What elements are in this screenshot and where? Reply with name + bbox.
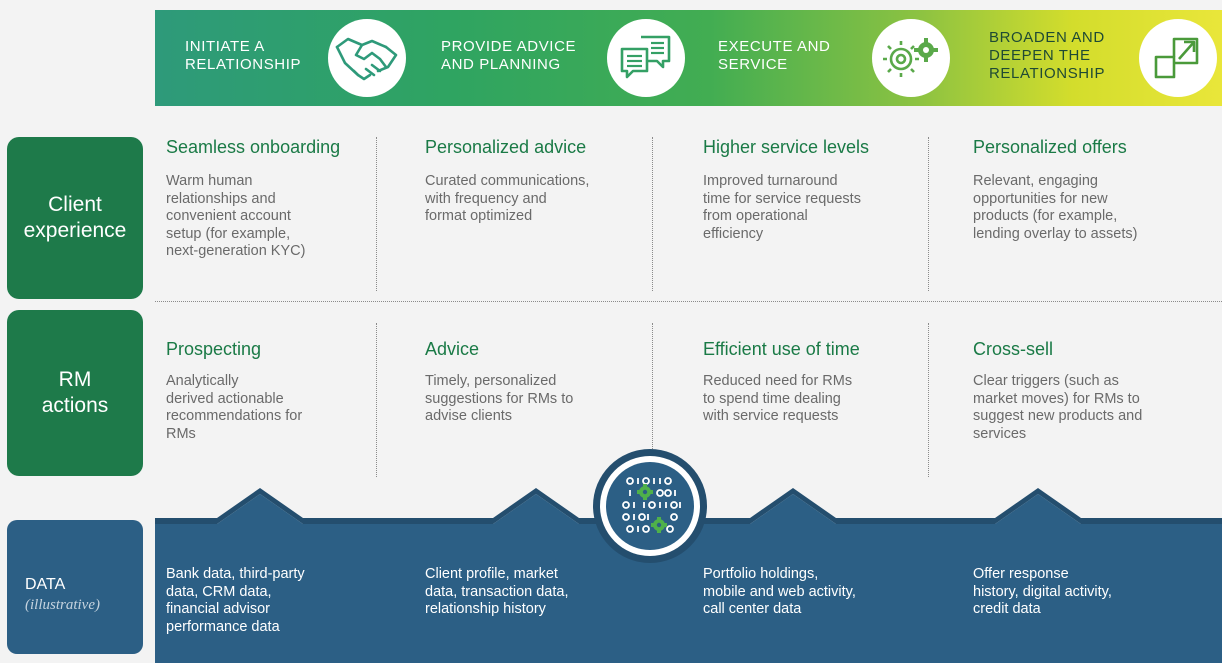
data-item: Bank data, third-party data, CRM data, f… bbox=[166, 566, 305, 635]
chat-bubbles-icon bbox=[607, 19, 685, 97]
cell-title: Efficient use of time bbox=[703, 339, 860, 359]
cell-body: Timely, personalized suggestions for RMs… bbox=[425, 373, 574, 424]
column-divider bbox=[928, 137, 929, 291]
binary-data-gears-icon bbox=[593, 449, 707, 563]
column-divider bbox=[652, 323, 653, 477]
stage-1-label: INITIATE A RELATIONSHIP bbox=[185, 38, 302, 73]
cell-title: Prospecting bbox=[166, 339, 262, 359]
column-divider bbox=[928, 323, 929, 477]
cell-body: Relevant, engaging opportunities for new… bbox=[973, 173, 1138, 242]
stage-4-label: BROADEN AND DEEPEN THE RELATIONSHIP bbox=[989, 29, 1106, 82]
cell-title: Seamless onboarding bbox=[166, 137, 341, 157]
cell-title: Higher service levels bbox=[703, 137, 870, 157]
row-label-rm-actions: RM actions bbox=[7, 310, 143, 476]
column-divider bbox=[376, 137, 377, 291]
column-divider bbox=[652, 137, 653, 291]
cell-body: Reduced need for RMs to spend time deali… bbox=[703, 373, 853, 424]
cell-body: Clear triggers (such as market moves) fo… bbox=[973, 373, 1143, 442]
cell-body: Improved turnaround time for service req… bbox=[703, 173, 861, 242]
row-label-client-experience: Client experience bbox=[7, 137, 143, 299]
data-label-box: DATA (illustrative) bbox=[7, 520, 143, 654]
expand-arrow-icon bbox=[1139, 19, 1217, 97]
cell-title: Cross-sell bbox=[973, 339, 1054, 359]
stage-2-label: PROVIDE ADVICE AND PLANNING bbox=[441, 38, 577, 73]
cell-body: Warm human relationships and convenient … bbox=[166, 173, 306, 259]
data-item: Client profile, market data, transaction… bbox=[425, 566, 569, 617]
cell-title: Advice bbox=[425, 339, 480, 359]
cell-body: Analytically derived actionable recommen… bbox=[166, 373, 303, 442]
column-divider bbox=[376, 323, 377, 477]
row-divider bbox=[155, 301, 1222, 302]
handshake-icon bbox=[328, 19, 406, 97]
gears-icon bbox=[872, 19, 950, 97]
stage-3-label: EXECUTE AND SERVICE bbox=[718, 38, 831, 73]
cell-title: Personalized advice bbox=[425, 137, 587, 157]
data-item: Offer response history, digital activity… bbox=[973, 566, 1112, 617]
data-panel bbox=[155, 488, 1222, 663]
data-sublabel: (illustrative) bbox=[25, 597, 100, 613]
data-item: Portfolio holdings, mobile and web activ… bbox=[703, 566, 856, 617]
cell-title: Personalized offers bbox=[973, 137, 1127, 157]
cell-body: Curated communications, with frequency a… bbox=[425, 173, 590, 224]
data-label: DATA bbox=[25, 576, 66, 593]
